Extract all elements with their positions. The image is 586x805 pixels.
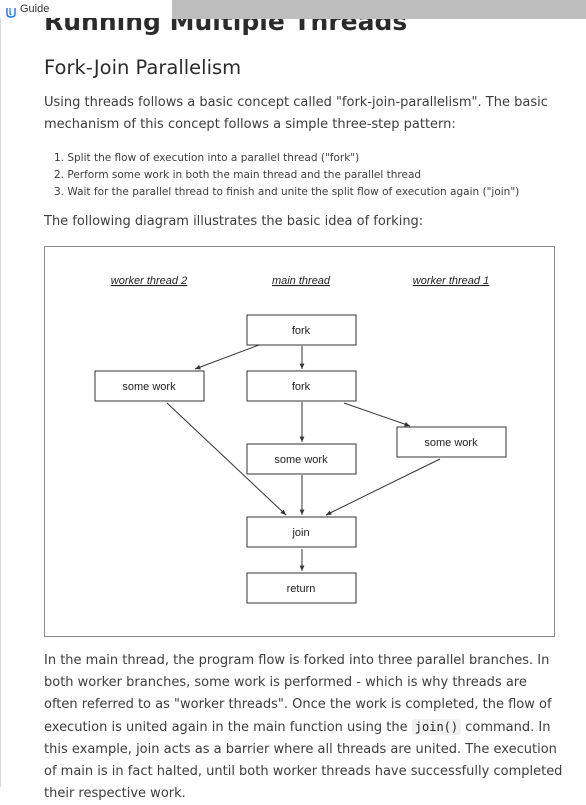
explanation-text-1: In the main thread, the program flow is … [44, 653, 552, 735]
arrow-worker2-to-join [166, 402, 287, 516]
guide-logo-icon [5, 3, 17, 18]
diagram-intro: The following diagram illustrates the ba… [44, 214, 424, 229]
guide-label[interactable]: Guide [20, 3, 50, 15]
header-worker-thread-2: worker thread 2 [111, 275, 187, 287]
intro-paragraph: Using threads follows a basic concept ca… [44, 95, 548, 132]
list-item: 3. Wait for the parallel thread to finis… [54, 186, 520, 198]
box-join: join [246, 516, 357, 548]
steps-list: 1. Split the flow of execution into a pa… [54, 150, 519, 201]
arrow-fork-to-worker1 [343, 402, 411, 427]
box-label: some work [424, 437, 478, 449]
box-label: fork [292, 325, 311, 337]
box-worker2-work: some work [94, 370, 205, 402]
arrow-worker1-to-join [325, 458, 441, 516]
top-overlay-bar [172, 0, 586, 19]
box-label: some work [274, 454, 328, 466]
box-worker1-work: some work [396, 426, 507, 458]
box-fork-1: fork [246, 314, 357, 346]
arrow-fork-to-worker2 [194, 344, 260, 370]
box-main-work: some work [246, 443, 357, 475]
section-title: Fork-Join Parallelism [44, 56, 242, 79]
join-code: join() [411, 719, 462, 735]
guide-bar[interactable]: Guide [0, 0, 172, 18]
list-item: 2. Perform some work in both the main th… [54, 169, 422, 181]
left-border [0, 0, 1, 787]
diagram-canvas: worker thread 2 main thread worker threa… [94, 275, 507, 604]
box-label: some work [122, 381, 176, 393]
explanation-paragraph: In the main thread, the program flow is … [44, 650, 564, 805]
diagram-arrows [166, 344, 441, 571]
box-label: return [287, 583, 316, 595]
header-worker-thread-1: worker thread 1 [413, 275, 489, 287]
list-item: 1. Split the flow of execution into a pa… [54, 152, 360, 164]
box-label: fork [292, 381, 311, 393]
header-main-thread: main thread [272, 275, 331, 287]
box-fork-2: fork [246, 370, 357, 402]
box-return: return [246, 572, 357, 604]
fork-join-diagram: worker thread 2 main thread worker threa… [44, 246, 555, 637]
box-label: join [291, 527, 309, 539]
